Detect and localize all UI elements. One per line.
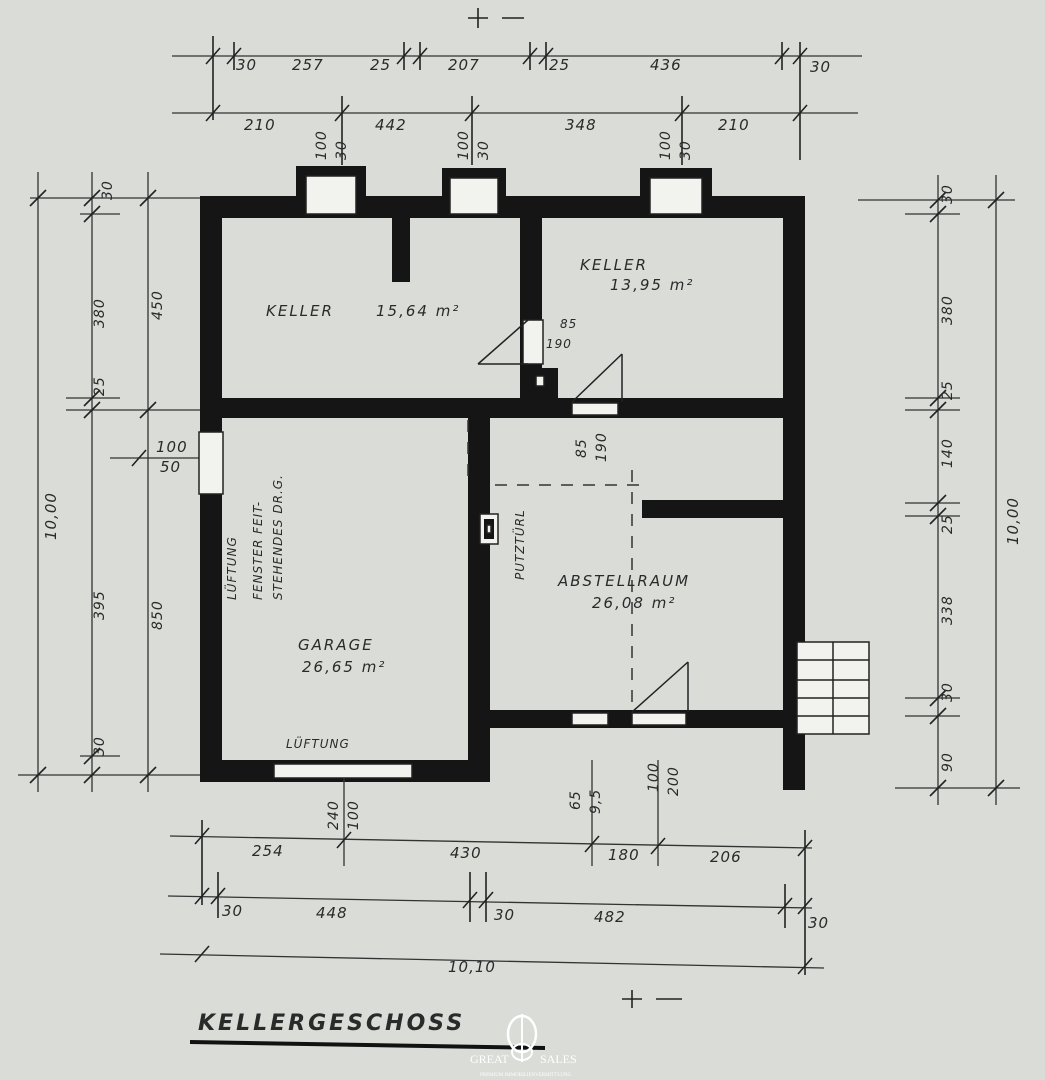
dim-bot2-0: 30 <box>222 902 243 920</box>
logo-brand-left: GREAT <box>470 1052 509 1066</box>
plan-title-group: KELLERGESCHOSS <box>189 1011 546 1050</box>
door-bottom-2-w: 100 <box>646 762 662 792</box>
logo-tagline: PREMIUM IMMOBILIENVERMITTLUNG <box>480 1073 572 1078</box>
right-dimensions: 10,00 30 380 25 140 25 338 30 90 <box>858 175 1022 805</box>
note-lueftung-bottom: LÜFTUNG <box>286 735 350 751</box>
dim-right-inner-7: 90 <box>940 752 956 772</box>
note-fenster: FENSTER FEIT- <box>251 501 265 600</box>
dim-top1-1: 257 <box>292 56 324 74</box>
left-window-w: 100 <box>156 438 188 456</box>
door-swings <box>477 319 689 713</box>
dim-top2-3: 210 <box>718 116 750 134</box>
dim-top1-2: 25 <box>370 56 391 74</box>
door-bottom-2-h: 200 <box>666 766 682 796</box>
chimney-1-w: 100 <box>314 130 330 160</box>
room-4-area: 26,08 m² <box>592 594 676 612</box>
dim-bot2-4: 30 <box>808 914 829 932</box>
dim-bot1-1: 430 <box>450 844 482 862</box>
dim-right-inner-6: 30 <box>940 682 956 702</box>
note-stehendes: STEHENDES DR.G. <box>271 474 285 600</box>
chimney-dims: 100 30 100 30 100 30 <box>314 130 694 160</box>
dim-top2-0: 210 <box>244 116 276 134</box>
door-1-h: 190 <box>546 337 572 351</box>
logo-brand-right: SALES <box>540 1052 577 1066</box>
dim-left-inner-2: 25 <box>92 376 108 396</box>
dim-right-total: 10,00 <box>1004 497 1022 545</box>
plan-title: KELLERGESCHOSS <box>198 1011 465 1036</box>
dim-bot2-1: 448 <box>316 904 348 922</box>
dim-bot1-0: 254 <box>252 842 284 860</box>
dim-right-inner-3: 140 <box>940 438 956 468</box>
dim-bot2-3: 482 <box>594 908 626 926</box>
center-mark-top <box>468 8 524 28</box>
chimney-3-h: 30 <box>678 140 694 160</box>
chimney-2-h: 30 <box>476 140 492 160</box>
chimney-1-h: 30 <box>334 140 350 160</box>
dim-right-inner-5: 338 <box>940 595 956 625</box>
dim-bot1-2: 180 <box>608 846 640 864</box>
dim-top1-5: 436 <box>650 56 682 74</box>
dim-right-inner-2: 25 <box>940 380 956 400</box>
door-1-w: 85 <box>560 317 577 331</box>
center-mark-bottom <box>622 990 682 1008</box>
door-bottom-1-w: 65 <box>568 790 584 810</box>
chimney-2-w: 100 <box>456 130 472 160</box>
dim-left-room-0: 450 <box>150 290 166 320</box>
chimneys <box>296 166 712 215</box>
plan-notes: PUTZTÜRL LÜFTUNG FENSTER FEIT- STEHENDES… <box>223 474 527 751</box>
dim-left-room-1: 850 <box>150 600 166 630</box>
openings <box>198 319 687 779</box>
room-4-name: ABSTELLRAUM <box>557 572 690 590</box>
room-1-area: 15,64 m² <box>376 302 460 320</box>
opening-dims: 85 190 85 190 240 100 65 9,5 100 200 <box>326 317 682 866</box>
dim-right-inner-1: 380 <box>940 295 956 325</box>
dim-top1-4: 25 <box>549 56 570 74</box>
dim-bot1-3: 206 <box>710 848 742 866</box>
dim-top1-3: 207 <box>448 56 480 74</box>
dim-left-inner-3: 395 <box>92 590 108 620</box>
top-dimension-row-1: 30 257 25 207 25 436 30 <box>172 36 862 160</box>
bottom-dimension-row-1: 254 430 180 206 <box>169 820 813 975</box>
left-dimensions: 10,00 30 380 25 395 30 450 850 100 50 <box>18 172 205 792</box>
dim-top1-6: 30 <box>810 58 831 76</box>
dim-top1-0: 30 <box>236 56 257 74</box>
dim-right-inner-0: 30 <box>940 184 956 204</box>
walls <box>200 196 805 790</box>
dim-left-inner-0: 30 <box>100 180 116 200</box>
dim-bot2-2: 30 <box>494 906 515 924</box>
room-3-name: GARAGE <box>298 636 374 654</box>
dim-top2-1: 442 <box>375 116 407 134</box>
chimney-3-w: 100 <box>658 130 674 160</box>
garage-window-w: 240 <box>326 800 342 830</box>
room-3-area: 26,65 m² <box>302 658 386 676</box>
dim-left-inner-1: 380 <box>92 298 108 328</box>
dim-top2-2: 348 <box>565 116 597 134</box>
dim-right-inner-4: 25 <box>940 514 956 534</box>
note-lueftung-left: LÜFTUNG <box>223 536 239 600</box>
bottom-dimension-total: 10,10 <box>159 945 825 976</box>
door-2-h: 190 <box>594 432 610 462</box>
left-window-h: 50 <box>160 458 181 476</box>
room-labels: KELLER 15,64 m² KELLER 13,95 m² GARAGE 2… <box>266 256 694 676</box>
exterior-steps <box>796 641 870 735</box>
brand-logo: GREAT SALES PREMIUM IMMOBILIENVERMITTLUN… <box>470 1014 577 1078</box>
room-2-name: KELLER <box>580 256 648 274</box>
garage-window-h: 100 <box>346 800 362 830</box>
dim-left-total: 10,00 <box>42 492 60 540</box>
bottom-dimension-row-2: 30 448 30 482 30 <box>167 872 829 932</box>
dim-left-inner-4: 30 <box>92 736 108 756</box>
door-2-w: 85 <box>574 438 590 458</box>
dim-bottom-total: 10,10 <box>448 958 496 976</box>
note-putztuerl: PUTZTÜRL <box>511 509 527 580</box>
room-2-area: 13,95 m² <box>610 276 694 294</box>
dashed-lines <box>467 420 640 710</box>
room-1-name: KELLER <box>266 302 334 320</box>
top-dimension-row-2: 210 442 348 210 <box>172 96 858 165</box>
door-bottom-1-h: 9,5 <box>588 789 604 814</box>
